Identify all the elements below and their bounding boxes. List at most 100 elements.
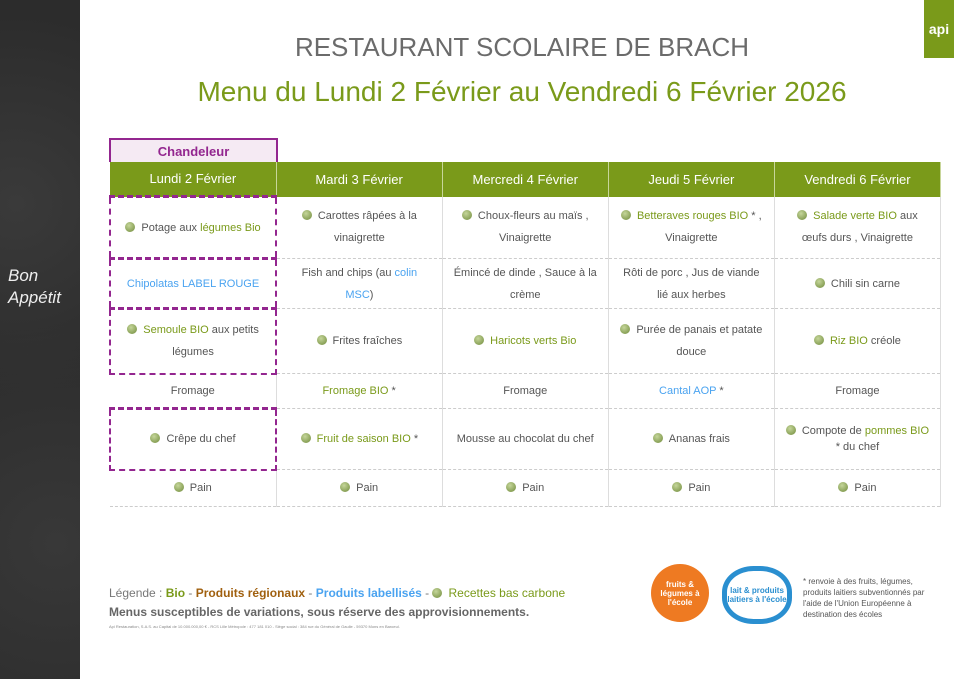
eu-note: * renvoie à des fruits, légumes, produit… xyxy=(803,577,925,619)
legend-bio: Bio xyxy=(165,586,186,600)
low-carbon-icon xyxy=(620,210,631,221)
dish-text: Fromage xyxy=(503,385,548,397)
dish-text: Haricots verts Bio xyxy=(490,335,577,347)
dish-text: Pain xyxy=(189,482,212,495)
low-carbon-icon xyxy=(300,433,311,443)
dish-text: Chipolatas LABEL ROUGE xyxy=(126,277,260,290)
dish-text: * xyxy=(716,385,724,397)
dish-text: Pain xyxy=(356,482,379,494)
dish-text: Ananas frais xyxy=(668,433,730,445)
dish-text: Carottes râpées à la vinaigrette xyxy=(317,210,417,245)
legend-sep: - xyxy=(185,586,196,600)
low-carbon-icon xyxy=(432,588,443,598)
dish-text: Pain xyxy=(522,482,545,494)
low-carbon-icon xyxy=(125,221,136,232)
legend-regional: Produits régionaux xyxy=(195,586,306,600)
legend-sep: - xyxy=(305,586,316,600)
dish-text: ) xyxy=(369,288,374,301)
dish-text: Potage aux xyxy=(141,221,201,234)
low-carbon-icon xyxy=(461,210,472,221)
legend: Légende : Bio - Produits régionaux - Pro… xyxy=(109,586,565,600)
dish-text: Fromage BIO xyxy=(322,385,389,397)
dish-text: Semoule BIO xyxy=(143,324,209,337)
legal-text: Api Restauration, S.A.S. au Capital de 1… xyxy=(109,624,400,629)
menu-cell: Frites fraîches xyxy=(276,308,443,374)
day-header: Lundi 2 Février xyxy=(110,162,277,197)
dish-text: * , Vinaigrette xyxy=(665,210,762,245)
low-carbon-icon xyxy=(301,210,312,221)
low-carbon-icon xyxy=(838,482,849,492)
menu-period: Menu du Lundi 2 Février au Vendredi 6 Fé… xyxy=(197,76,847,107)
dish-text: Émincé de dinde , Sauce à la crème xyxy=(453,266,597,301)
menu-cell: Pain xyxy=(276,469,443,507)
day-header: Jeudi 5 Février xyxy=(608,162,775,197)
dish-text: légumes Bio xyxy=(200,221,261,234)
low-carbon-icon xyxy=(672,482,683,492)
dish-text: Salade verte BIO xyxy=(813,210,897,223)
menu-cell: Haricots verts Bio xyxy=(442,308,609,374)
variation-note: Menus susceptibles de variations, sous r… xyxy=(109,605,530,619)
chalkboard-sidebar: Bon Appétit xyxy=(0,0,80,679)
dish-text: Pain xyxy=(854,482,877,494)
menu-cell: Pain xyxy=(608,469,775,507)
legend-label: Légende : xyxy=(109,586,166,600)
menu-cell: Purée de panais et patate douce xyxy=(608,308,775,374)
dish-text: Compote de xyxy=(801,425,865,437)
dish-text: * xyxy=(410,433,419,445)
low-carbon-icon xyxy=(173,482,184,493)
table-row: Potage aux légumes Bio Carottes râpées à … xyxy=(108,195,942,260)
menu-cell: Émincé de dinde , Sauce à la crème xyxy=(442,258,609,309)
dish-text: * xyxy=(388,385,396,397)
menu-cell: Ananas frais xyxy=(608,408,775,470)
dish-text: colin MSC xyxy=(345,266,418,301)
day-header: Mardi 3 Février xyxy=(276,162,443,197)
dish-text: Cantal AOP xyxy=(659,385,717,397)
page-title: RESTAURANT SCOLAIRE DE BRACH xyxy=(294,32,750,62)
menu-cell: Chipolatas LABEL ROUGE xyxy=(108,257,278,310)
menu-cell: Fromage xyxy=(774,373,942,409)
menu-cell: Potage aux légumes Bio xyxy=(108,195,278,260)
dish-text: Pain xyxy=(688,482,711,494)
table-row: Chipolatas LABEL ROUGE Fish and chips (au… xyxy=(108,257,942,310)
dish-text: pommes BIO xyxy=(864,425,930,437)
dish-text: Fish and chips (au xyxy=(301,266,395,279)
menu-cell: Compote de pommes BIO * du chef xyxy=(774,408,942,470)
menu-cell: Fromage BIO * xyxy=(276,373,443,409)
dish-text: créole xyxy=(867,335,901,347)
menu-cell: Pain xyxy=(110,469,277,507)
dish-text: Riz BIO xyxy=(829,335,868,347)
low-carbon-icon xyxy=(340,482,351,492)
legend-low-carbon: Recettes bas carbone xyxy=(448,586,566,600)
low-carbon-icon xyxy=(620,324,631,334)
low-carbon-icon xyxy=(813,335,824,345)
dish-text: Fruit de saison BIO xyxy=(316,433,411,445)
dish-text: * du chef xyxy=(835,441,880,453)
dish-text: Rôti de porc , Jus de viande lié aux her… xyxy=(623,266,760,301)
menu-cell: Chili sin carne xyxy=(774,258,942,309)
day-header: Vendredi 6 Février xyxy=(774,162,942,197)
dish-text: Purée de panais et patate douce xyxy=(636,324,763,358)
menu-cell: Semoule BIO aux petits légumes xyxy=(108,307,278,375)
table-row: Semoule BIO aux petits légumes Frites fra… xyxy=(108,307,942,375)
menu-cell: Pain xyxy=(774,469,942,507)
dish-text: Crêpe du chef xyxy=(166,433,236,446)
menu-cell: Riz BIO créole xyxy=(774,308,942,374)
dish-text: Chili sin carne xyxy=(830,277,900,290)
special-day-label: Chandeleur xyxy=(109,138,278,162)
lait-logo: lait & produits laitiers à l'école xyxy=(722,566,792,624)
menu-cell: Betteraves rouges BIO * , Vinaigrette xyxy=(608,196,775,259)
dish-text: Fromage xyxy=(170,384,215,397)
dish-text: Frites fraîches xyxy=(332,335,403,347)
dish-text: Fromage xyxy=(835,385,880,397)
low-carbon-icon xyxy=(797,210,808,221)
low-carbon-icon xyxy=(127,324,138,335)
dish-text: aux petits légumes xyxy=(172,324,259,359)
menu-cell: Fromage xyxy=(110,373,277,409)
menu-cell: Carottes râpées à la vinaigrette xyxy=(276,196,443,259)
menu-cell: Fish and chips (au colin MSC) xyxy=(276,258,443,309)
menu-cell: Choux-fleurs au maïs , Vinaigrette xyxy=(442,196,609,259)
dish-text: aux œufs durs , Vinaigrette xyxy=(801,210,918,245)
